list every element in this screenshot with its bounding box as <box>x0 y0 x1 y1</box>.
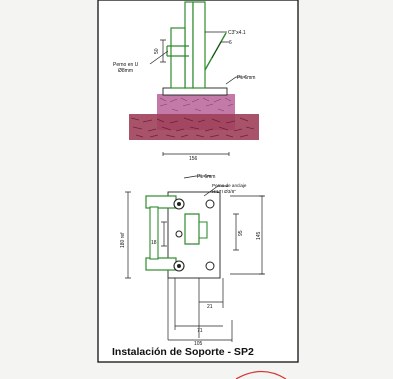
plan-dim-inner-left: 18 <box>151 240 157 246</box>
angle-label: C3"x4.1 <box>228 30 246 36</box>
stamp-fragment <box>235 370 287 379</box>
drawing-caption: Instalación de Soporte - SP2 <box>112 346 254 358</box>
plan-dim-bottom-2: 71 <box>197 328 203 334</box>
anchor-label-line1: Perno de anclaje <box>212 183 247 188</box>
anchor-bolt-icon <box>205 261 215 271</box>
supported-pipe <box>170 27 186 89</box>
plan-dim-inner-right: 95 <box>238 230 244 236</box>
plan-view: PL 6mm Perno de anclaje HILTI Ø3/8" 180 … <box>120 174 265 347</box>
elevation-dim-vertical: 50 <box>154 48 160 54</box>
base-plate <box>162 87 228 96</box>
weld-label: 6 <box>229 40 232 46</box>
plan-plate-label: PL 6mm <box>197 174 215 180</box>
plan-dim-left: 180 ref <box>120 232 126 248</box>
angle-flange <box>192 1 206 89</box>
plan-angle-section <box>184 213 200 245</box>
plan-angle-leg <box>199 221 208 239</box>
u-bolt <box>166 45 189 57</box>
foundation-hatch <box>129 94 259 140</box>
plan-pipe-bottom <box>145 257 177 271</box>
plan-pipe-vertical <box>149 206 159 260</box>
plan-pipe-top <box>145 195 177 209</box>
u-bolt-label-line2: Ø8mm <box>118 68 133 74</box>
elevation-dim-base: 156 <box>189 156 198 162</box>
soil-layer <box>129 114 259 140</box>
anchor-bolt-icon <box>175 230 183 238</box>
plate-label: PL 6mm <box>237 75 255 81</box>
u-bolt-label-line1: Perno en U <box>113 62 139 68</box>
plan-dim-bottom-1: 21 <box>207 304 213 310</box>
elevation-view: C3"x4.1 6 PL 6mm Perno en U Ø8mm 50 156 <box>113 1 259 162</box>
plan-dim-bottom-3: 105 <box>194 341 203 347</box>
plan-dim-right: 145 <box>256 231 262 240</box>
anchor-bolt-core-icon <box>177 264 181 268</box>
anchor-bolts <box>173 198 215 272</box>
anchor-label-line2: HILTI Ø3/8" <box>212 189 236 194</box>
anchor-bolt-icon <box>205 199 215 209</box>
vertical-angle-member <box>184 1 194 89</box>
anchor-bolt-core-icon <box>177 202 181 206</box>
